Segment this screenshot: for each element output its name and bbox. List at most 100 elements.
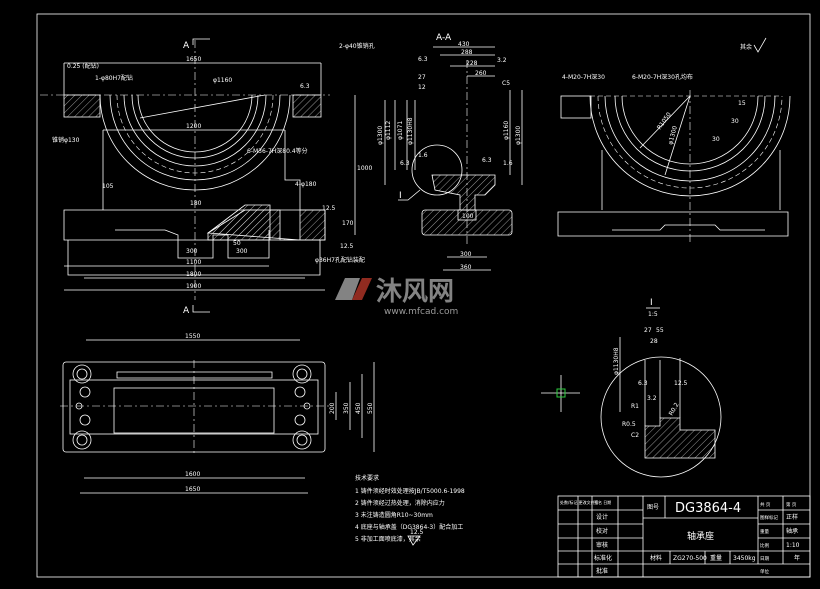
dim-dia-1130h8-detail: φ1130H8 [613,347,620,375]
roughness-6-3: 6.3 [300,83,310,90]
tb-label: 日期 [760,556,769,562]
section-roughness-1-6: 1.6 [418,152,428,159]
dim-1650: 1650 [186,56,201,63]
dim-r02: R0.2 [668,401,681,417]
dim-15: 15 [738,100,746,107]
tech-req-item: 2 铸件须经过热处理，消除内应力 [355,499,445,507]
dim-100: 100 [462,213,474,220]
dim-550: 550 [367,402,374,414]
dim-dia-1071: φ1071 [397,121,404,140]
other-roughness-label: 其余 [740,43,752,51]
tb-role: 批准 [596,567,608,575]
detail-scale: 1:5 [648,311,658,318]
roughness-12-5b: 12.5 [340,243,354,250]
tb-role: 校对 [596,527,608,535]
tb-role: 标准化 [594,554,612,562]
detail-view-i: I 1:5 27 55 28 φ1130H8 R1 R0.5 C2 R0.2 6… [600,298,722,478]
watermark-url: www.mfcad.com [384,307,458,317]
tb-header-changes: 处数/标记 更改文件号 [560,499,599,505]
dim-1650: 1650 [185,486,200,493]
dim-180: 180 [190,200,202,207]
dim-27: 27 [418,74,426,81]
drawing-scale: 1:10 [786,542,800,549]
note-m36: 6-M36-7H深80.4等分 [247,147,308,155]
dim-260: 260 [475,70,487,77]
dim-12: 12 [418,84,426,91]
title-block: 处数/标记 更改文件号 签名 日期 设计 校对 审核 标准化 批准 图号 DG3… [557,495,811,578]
dim-55: 55 [656,327,664,334]
watermark-brand: 沐风网 [376,277,454,307]
dim-r1: R1 [631,403,639,410]
bolt-holes [72,364,312,450]
dim-dia-1300: φ1300 [377,126,384,145]
tb-code-label: 图号 [647,504,659,511]
tb-role: 设计 [596,513,608,521]
section-title: A-A [436,33,452,43]
note-4-180: 4-φ180 [295,181,317,188]
tb-value: 正样 [786,513,798,521]
tech-req-title: 技术要求 [355,474,379,482]
tb-label: 比例 [760,542,769,549]
weight-value: 3450kg [733,555,756,562]
dim-300: 300 [460,251,472,258]
dim-50: 50 [233,240,241,247]
dim-300b: 300 [236,248,248,255]
note-6-m20: 6-M20-7H深30孔均布 [632,73,693,81]
dim-1800: 1800 [186,271,201,278]
tb-label: 单位 [760,568,769,575]
drawing-number: DG3864-4 [675,501,741,516]
section-roughness-1-6b: 1.6 [503,160,513,167]
material-label: 材料 [650,554,662,562]
dim-1550: 1550 [185,333,200,340]
dim-350: 350 [343,402,350,414]
dim-1600: 1600 [185,471,200,478]
dim-dia-1112: φ1112 [385,121,392,140]
note-taper-130: 锥销φ130 [52,136,80,144]
tb-label: 重量 [760,528,769,535]
tech-req-item: 1 铸件须经时效处理按JB/T5000.6-1998 [355,487,465,495]
detail-roughness-6-3: 6.3 [638,380,648,387]
tech-req-roughness: 12.5 [410,529,424,536]
dim-1200: 1200 [186,123,201,130]
dim-300a: 300 [186,248,198,255]
side-view: 其余 4-M20-7H深30 6-M20-7H深30孔均布 R1050 φ130… [557,37,791,245]
dim-360: 360 [460,264,472,271]
tb-page: 第 页 [786,501,797,508]
dim-288: 288 [461,49,473,56]
dim-dia-1300-side: φ1300 [667,125,679,146]
material-value: ZG270-500 [673,555,707,562]
front-view: A A 1650 1200 1100 1800 [40,38,375,316]
section-view-a-a: A-A 430 288 228 260 27 12 C5 φ1112 φ1071… [377,33,523,271]
section-mark-top: A [183,41,190,51]
weight-label: 重量 [710,554,722,562]
tb-header-sign: 签名 日期 [594,499,611,505]
roughness-12-5: 12.5 [322,205,336,212]
section-roughness-6-3b: 6.3 [482,157,492,164]
tb-value: 轴承 [786,527,798,535]
section-roughness-6-3: 6.3 [400,160,410,167]
dim-dia-1160: φ1160 [503,121,510,140]
dim-dia-1130h8: φ1130H8 [407,117,414,145]
dim-30b: 30 [712,136,720,143]
dim-dia-1300b: φ1300 [515,126,522,145]
dim-430: 430 [458,41,470,48]
tech-req-item: 3 未注铸造圆角R10~30mm [355,511,433,519]
dim-1900: 1900 [186,283,201,290]
section-mark-bottom: A [183,306,190,316]
detail-roughness-12-5: 12.5 [674,380,688,387]
drawing-border [36,13,811,578]
dim-c2: C2 [631,432,639,439]
note-80h7: 1-φ80H7配钻 [95,74,133,82]
dim-r05: R0.5 [622,421,636,428]
tb-total-pages: 共 页 [760,501,771,508]
detail-title: I [650,298,653,308]
section-roughness-top: 6.3 [418,56,428,63]
dim-105: 105 [102,183,114,190]
note-taper-pin: 2-φ40锥销孔 [339,42,375,50]
dim-dia-1160: φ1160 [213,77,232,84]
dim-450: 450 [355,402,362,414]
note-4-m20: 4-M20-7H深30 [562,73,605,81]
dim-28: 28 [650,338,658,345]
